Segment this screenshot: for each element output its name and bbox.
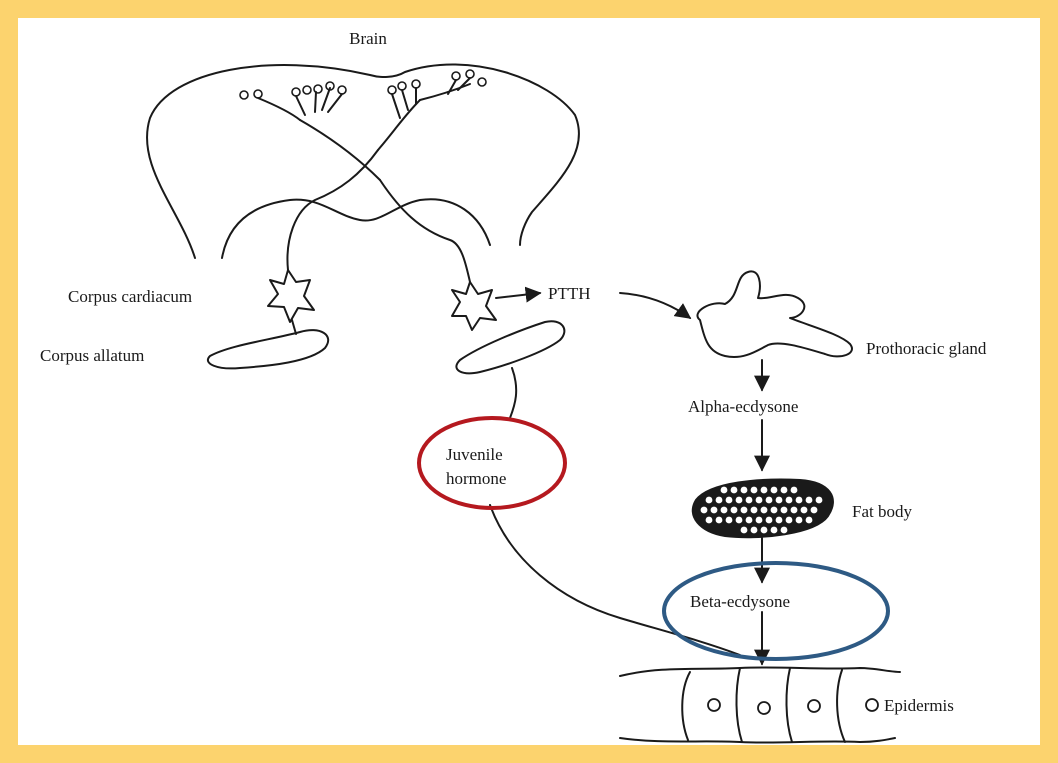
corpus-allatum-right — [455, 320, 566, 375]
epidermis-shape — [619, 666, 901, 744]
juvenile-hormone-highlight — [417, 416, 567, 510]
corpus-cardiacum-right — [451, 281, 497, 331]
prothoracic-gland-shape — [696, 270, 853, 358]
brain-inner-lobe-left — [221, 198, 491, 259]
label-ptth: PTTH — [548, 284, 591, 303]
corpus-cardiacum-left — [267, 269, 315, 323]
juvenile-hormone-to-epidermis — [489, 504, 741, 656]
label-fat-body: Fat body — [852, 502, 912, 521]
nerve-tract-right — [286, 149, 379, 271]
corpus-allatum-left — [207, 329, 330, 370]
neurosecretory-cells-right — [377, 69, 487, 151]
neurosecretory-cells-left — [239, 81, 381, 181]
label-corpus-allatum: Corpus allatum — [40, 346, 144, 365]
label-beta-ecdysone: Beta-ecdysone — [690, 592, 790, 611]
label-juvenile-hormone-line1: Juvenile — [446, 445, 503, 464]
label-prothoracic-gland: Prothoracic gland — [866, 339, 987, 358]
label-corpus-cardiacum: Corpus cardiacum — [68, 287, 192, 306]
ptth-arrow-right — [619, 292, 692, 319]
ptth-arrow-left — [495, 286, 542, 303]
label-brain: Brain — [349, 29, 387, 48]
beta-ecdysone-highlight — [662, 561, 890, 661]
label-juvenile-hormone-line2: hormone — [446, 469, 506, 488]
brain-outline — [146, 63, 580, 259]
fat-body-shape — [691, 478, 834, 539]
juvenile-hormone-path — [509, 367, 518, 419]
nerve-tract-left — [379, 179, 471, 283]
label-epidermis: Epidermis — [884, 696, 954, 715]
label-alpha-ecdysone: Alpha-ecdysone — [688, 397, 798, 416]
